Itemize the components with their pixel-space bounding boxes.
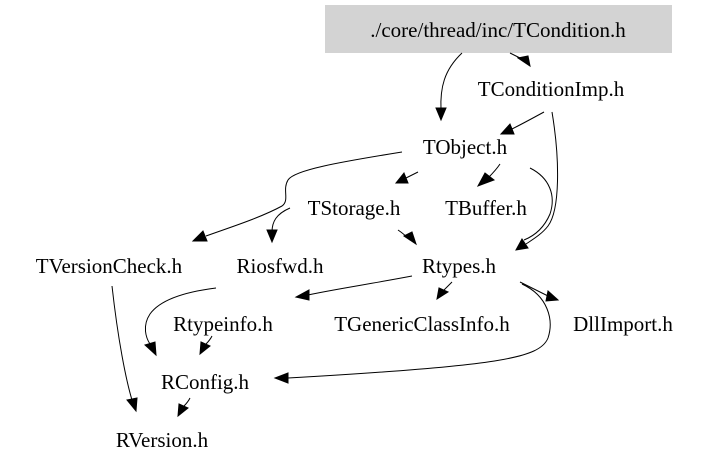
arrowhead xyxy=(177,403,189,418)
root-node-box[interactable] xyxy=(325,5,672,53)
arrowhead xyxy=(266,229,278,244)
edge-tstorage-riosfwd xyxy=(271,207,291,233)
edge-tobject-tbuffer xyxy=(487,163,501,179)
edge-tconditionimp-rtypes xyxy=(525,111,559,245)
edge-riosfwd-rconfig xyxy=(144,287,217,345)
arrowhead xyxy=(199,341,211,356)
arrowhead xyxy=(499,123,515,135)
arrowhead xyxy=(191,230,208,242)
edge-rtypes-dllimport xyxy=(519,281,549,297)
arrowhead xyxy=(476,172,496,187)
edge-rtypes-tgenericclassinfo xyxy=(443,281,453,291)
edges xyxy=(111,52,560,418)
edge-tversioncheck-rversion xyxy=(111,285,133,401)
edge-rtypeinfo-rconfig xyxy=(205,335,213,345)
arrowhead xyxy=(436,287,450,301)
node-tgenericclassinfo[interactable]: TGenericClassInfo.h xyxy=(334,312,510,336)
arrowhead xyxy=(273,372,289,384)
edge-rtypes-rconfig xyxy=(287,283,551,379)
node-tconditionimp[interactable]: TConditionImp.h xyxy=(478,77,625,101)
arrowhead xyxy=(403,231,417,246)
arrowhead xyxy=(144,341,157,357)
arrowhead xyxy=(515,238,529,251)
nodes: ./core/thread/inc/TCondition.h TConditio… xyxy=(36,18,674,452)
node-tbuffer[interactable]: TBuffer.h xyxy=(445,196,527,220)
arrowhead xyxy=(294,289,310,301)
node-tcondition[interactable]: ./core/thread/inc/TCondition.h xyxy=(370,18,626,42)
arrowhead xyxy=(126,397,138,413)
node-rversion[interactable]: RVersion.h xyxy=(116,428,209,452)
arrowhead xyxy=(394,172,409,184)
arrowhead xyxy=(545,290,560,302)
edge-tobject-rtypes xyxy=(523,167,553,241)
node-rtypes[interactable]: Rtypes.h xyxy=(422,254,497,278)
node-rconfig[interactable]: RConfig.h xyxy=(161,370,250,394)
node-riosfwd[interactable]: Riosfwd.h xyxy=(237,254,324,278)
edge-rtypes-rtypeinfo xyxy=(307,275,413,296)
node-rtypeinfo[interactable]: Rtypeinfo.h xyxy=(173,312,273,336)
edge-tcondition-tobject xyxy=(440,52,463,111)
arrowhead xyxy=(435,107,447,122)
edge-rconfig-rversion xyxy=(183,397,191,407)
node-dllimport[interactable]: DllImport.h xyxy=(573,312,673,336)
edge-tobject-tversioncheck xyxy=(205,151,403,237)
edge-tobject-tstorage xyxy=(405,171,419,179)
node-tstorage[interactable]: TStorage.h xyxy=(308,196,401,220)
edge-tconditionimp-tobject xyxy=(511,111,545,130)
node-tobject[interactable]: TObject.h xyxy=(423,135,508,159)
node-tversioncheck[interactable]: TVersionCheck.h xyxy=(36,254,183,278)
arrowhead xyxy=(516,55,531,68)
